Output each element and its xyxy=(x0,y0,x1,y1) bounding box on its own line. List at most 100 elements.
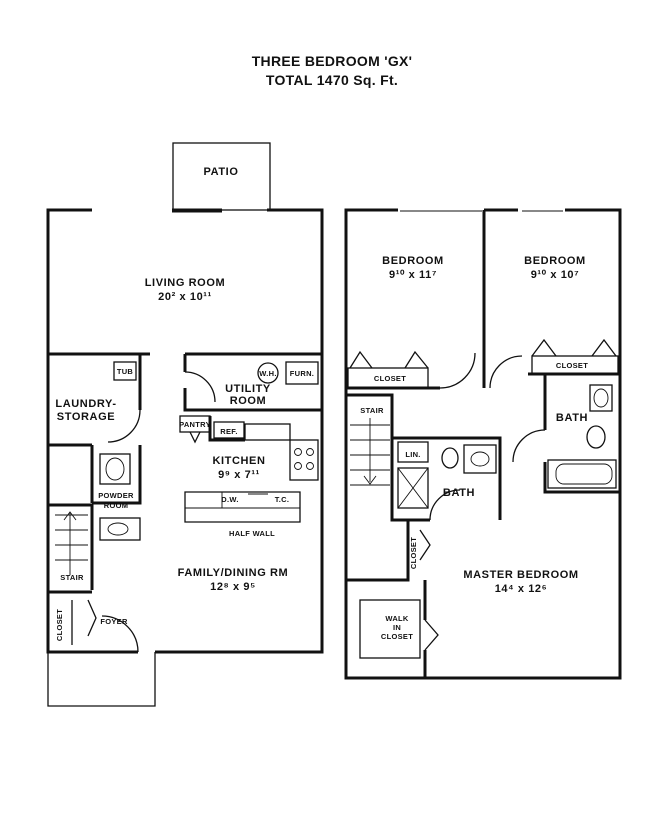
kitchen-dims: 9⁹ x 7¹¹ xyxy=(218,469,260,481)
powder-sink-box xyxy=(99,517,141,541)
upper-bath-sink xyxy=(589,384,613,412)
furnace-box xyxy=(285,361,319,385)
lower-counter xyxy=(184,491,301,523)
laundry-door-swing xyxy=(107,409,141,443)
tub-inner xyxy=(555,463,613,485)
burner xyxy=(306,448,314,456)
plan-subtitle: TOTAL 1470 Sq. Ft. xyxy=(265,72,399,88)
dishwasher-label: D.W. xyxy=(221,495,238,504)
powder-toilet xyxy=(105,457,125,481)
utility-room-walls xyxy=(183,354,322,412)
stair-wall xyxy=(48,503,94,590)
burner xyxy=(294,448,302,456)
first-floor-exterior-walls xyxy=(46,208,324,654)
lower-bath-door xyxy=(429,489,461,521)
closet2-label: CLOSET xyxy=(556,361,588,370)
walk-in-closet-box xyxy=(359,599,421,659)
family-dining-label: FAMILY/DINING RM xyxy=(178,567,289,579)
stair-treads xyxy=(55,511,88,575)
lower-bath-sink xyxy=(463,444,497,474)
pantry xyxy=(179,415,211,433)
closet-label-first: CLOSET xyxy=(55,609,64,641)
stair-treads-upper xyxy=(350,418,390,486)
closet1-label: CLOSET xyxy=(374,374,406,383)
stair-wall-upper xyxy=(346,393,394,505)
sink-bowl xyxy=(470,451,490,467)
family-dining-dims: 12⁸ x 9⁵ xyxy=(210,581,256,593)
closet-1-doors xyxy=(349,350,429,369)
pantry-door xyxy=(189,431,201,444)
laundry-label-1: LAUNDRY- xyxy=(55,398,116,410)
plan-title: THREE BEDROOM 'GX' xyxy=(251,53,413,69)
half-wall-label: HALF WALL xyxy=(229,529,275,538)
stair-label-first: STAIR xyxy=(60,573,84,582)
master-closet-wall xyxy=(346,520,410,582)
upper-bath-toilet xyxy=(586,425,606,449)
second-floor-exterior-walls xyxy=(344,208,622,680)
water-heater xyxy=(257,362,279,384)
pantry-label: PANTRY xyxy=(179,420,211,429)
kitchen-label: KITCHEN xyxy=(212,455,265,467)
upper-bath-door xyxy=(512,429,546,463)
lower-bath-label: BATH xyxy=(443,487,475,499)
closet-3-door xyxy=(419,529,431,561)
tub-box xyxy=(113,361,137,381)
second-floor-plan xyxy=(344,208,622,680)
entry-stoop xyxy=(47,652,156,707)
bedroom1-dims: 9¹⁰ x 11⁷ xyxy=(389,269,437,281)
closet-1-box xyxy=(347,367,429,389)
bedroom2-dims: 9¹⁰ x 10⁷ xyxy=(531,269,580,281)
closet-2-doors xyxy=(531,338,617,357)
bedroom1-door xyxy=(439,352,476,389)
master-bedroom-label: MASTER BEDROOM xyxy=(463,569,578,581)
walk-in-closet-door xyxy=(424,619,439,651)
powder-room-label-1: POWDER xyxy=(98,491,134,500)
tub-label: TUB xyxy=(117,367,134,376)
shower xyxy=(397,467,429,509)
foyer-label: FOYER xyxy=(100,617,128,626)
powder-room-wall xyxy=(48,443,94,503)
entry-door-swing xyxy=(101,615,139,653)
closet3-label: CLOSET xyxy=(409,537,418,569)
bedroom2-door xyxy=(489,355,523,389)
patio-label: PATIO xyxy=(204,166,239,178)
powder-room-wall-2 xyxy=(92,445,142,505)
ref-label: REF. xyxy=(220,427,237,436)
laundry-label-2: STORAGE xyxy=(57,411,115,423)
cooktop xyxy=(289,439,319,481)
utility-label-2: ROOM xyxy=(230,395,267,407)
walk-in-closet-label-1: WALK xyxy=(385,614,409,623)
living-room-dims: 20² x 10¹¹ xyxy=(158,291,212,303)
powder-toilet-box xyxy=(99,453,131,485)
powder-sink xyxy=(107,522,129,536)
sink-bowl xyxy=(593,388,609,408)
burner xyxy=(306,462,314,470)
burner xyxy=(294,462,302,470)
walk-in-closet-label-2: IN xyxy=(393,623,401,632)
stair-label-second: STAIR xyxy=(360,406,384,415)
shower-x xyxy=(397,467,429,509)
trash-compactor-label: T.C. xyxy=(275,495,290,504)
utility-label-1: UTILITY xyxy=(225,383,271,395)
lower-bath-walls xyxy=(390,436,502,522)
bedroom1-label: BEDROOM xyxy=(382,255,444,267)
first-floor-plan xyxy=(46,142,324,707)
powder-room-label-2: ROOM xyxy=(104,501,129,510)
water-heater-label: W.H. xyxy=(259,369,276,378)
upper-counter xyxy=(244,423,291,441)
living-room-label: LIVING ROOM xyxy=(145,277,226,289)
bathtub xyxy=(547,459,617,489)
linen-closet xyxy=(397,441,429,463)
refrigerator xyxy=(213,421,245,439)
lower-bath-toilet xyxy=(441,447,459,469)
walk-in-closet-label-3: CLOSET xyxy=(381,632,413,641)
linen-label: LIN. xyxy=(405,450,420,459)
upper-bath-walls xyxy=(543,374,620,494)
utility-door-swing xyxy=(184,371,216,403)
closet-bifold-door xyxy=(87,599,97,637)
furnace-label: FURN. xyxy=(290,369,314,378)
master-bedroom-dims: 14⁴ x 12⁶ xyxy=(495,583,548,595)
bedroom2-label: BEDROOM xyxy=(524,255,586,267)
upper-bath-label: BATH xyxy=(556,412,588,424)
